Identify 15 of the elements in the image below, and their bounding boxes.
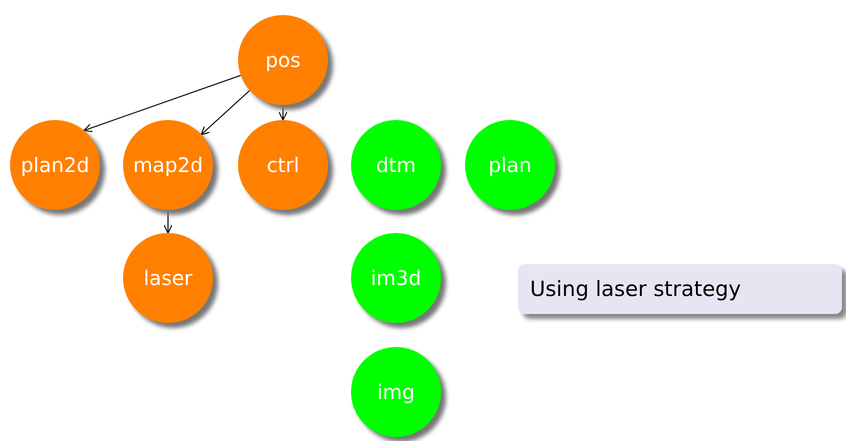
arrow: [278, 104, 288, 121]
node-label: plan2d: [20, 153, 90, 177]
node-label: img: [377, 380, 415, 404]
node-label: pos: [265, 48, 301, 72]
arrow: [83, 74, 242, 132]
node-label: Using laser strategy: [530, 277, 741, 301]
arrow: [163, 210, 173, 234]
node-label: laser: [144, 266, 192, 290]
node-label: ctrl: [266, 153, 300, 177]
node-label: im3d: [370, 266, 422, 290]
status-panel: [518, 264, 842, 314]
node-label: plan: [488, 153, 532, 177]
node-label: map2d: [133, 153, 203, 177]
node-label: dtm: [376, 153, 416, 177]
arrow: [200, 90, 250, 136]
